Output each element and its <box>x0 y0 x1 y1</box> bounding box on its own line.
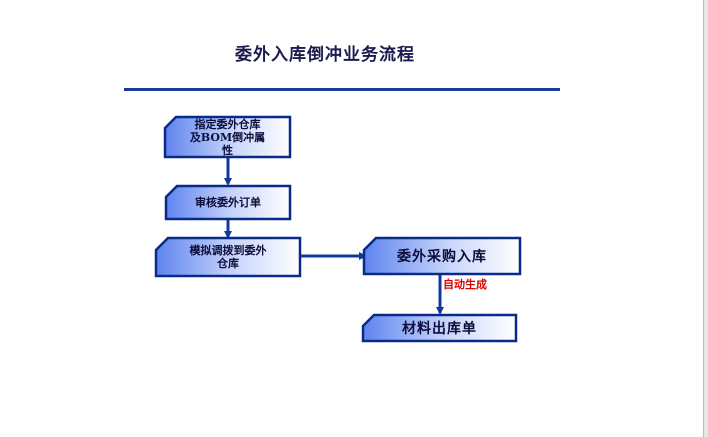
diagram-title: 委外入库倒冲业务流程 <box>235 45 415 65</box>
step-label-3: 模拟调拨到委外 仓库 <box>189 244 267 270</box>
step-label-5: 材料出库单 <box>402 321 477 337</box>
step-node-1 <box>163 115 292 159</box>
step-label-4: 委外采购入库 <box>397 249 487 265</box>
step-node-3 <box>154 236 302 278</box>
step-node-2 <box>164 184 292 221</box>
auto-generate-annotation: 自动生成 <box>443 278 487 291</box>
step-label-2: 审核委外订单 <box>195 196 261 209</box>
page-edge <box>703 0 708 437</box>
step-label-1: 指定委外仓库 及BOM倒冲属 性 <box>189 117 266 157</box>
title-underline <box>124 88 560 91</box>
step-node-4 <box>362 236 522 276</box>
step-node-5 <box>361 313 518 343</box>
